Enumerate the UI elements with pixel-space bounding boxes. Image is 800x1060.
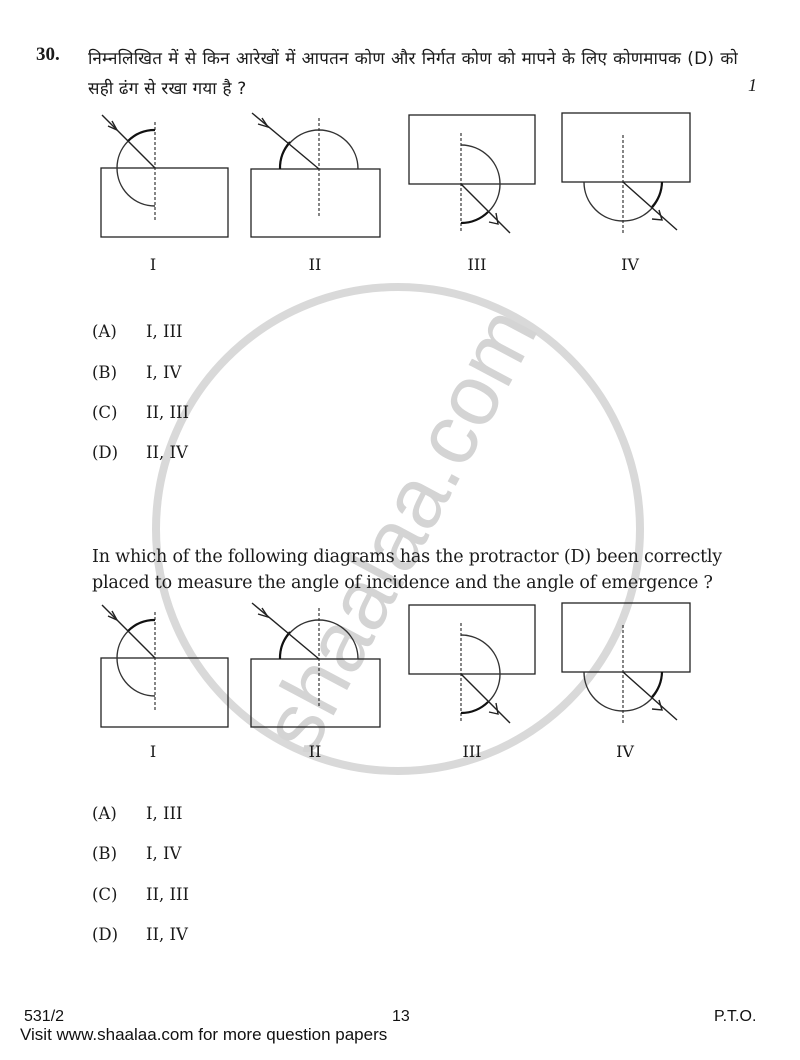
question-text-english: In which of the following diagrams has t… [92,547,722,593]
option-label: (A) [92,804,117,823]
diagram-label-iv-en: IV [616,742,634,761]
diagram-label-ii-en: II [308,742,322,761]
option-value: I, III [146,804,183,823]
footer-visit-link[interactable]: Visit www.shaalaa.com for more question … [20,1025,388,1044]
diagram-label-iii-en: III [462,742,482,761]
option-label: (B) [92,844,117,863]
option-label: (C) [92,885,118,904]
option-value: II, III [146,403,190,422]
diagram-label-iv: IV [621,255,639,274]
diagram-label-iii: III [467,255,487,274]
diagram-label-i-en: I [149,742,157,761]
question-marks: 1 [748,75,757,95]
footer-page-number: 13 [392,1008,410,1025]
option-label: (A) [92,322,117,341]
footer-paper-code: 531/2 [24,1008,65,1025]
question-text-hindi: निम्नलिखित में से किन आरेखों में आपतन को… [88,49,738,99]
option-label: (D) [92,443,119,462]
diagram-label-i: I [149,255,157,274]
option-value: I, III [146,322,183,341]
option-value: I, IV [146,844,182,863]
option-label: (C) [92,403,118,422]
diagram-label-ii: II [308,255,322,274]
option-value: I, IV [146,363,182,382]
option-value: II, IV [146,443,188,462]
option-label: (D) [92,925,119,944]
footer-pto: P.T.O. [714,1008,757,1025]
option-value: II, III [146,885,190,904]
option-label: (B) [92,363,117,382]
question-number: 30. [36,44,60,65]
option-value: II, IV [146,925,188,944]
